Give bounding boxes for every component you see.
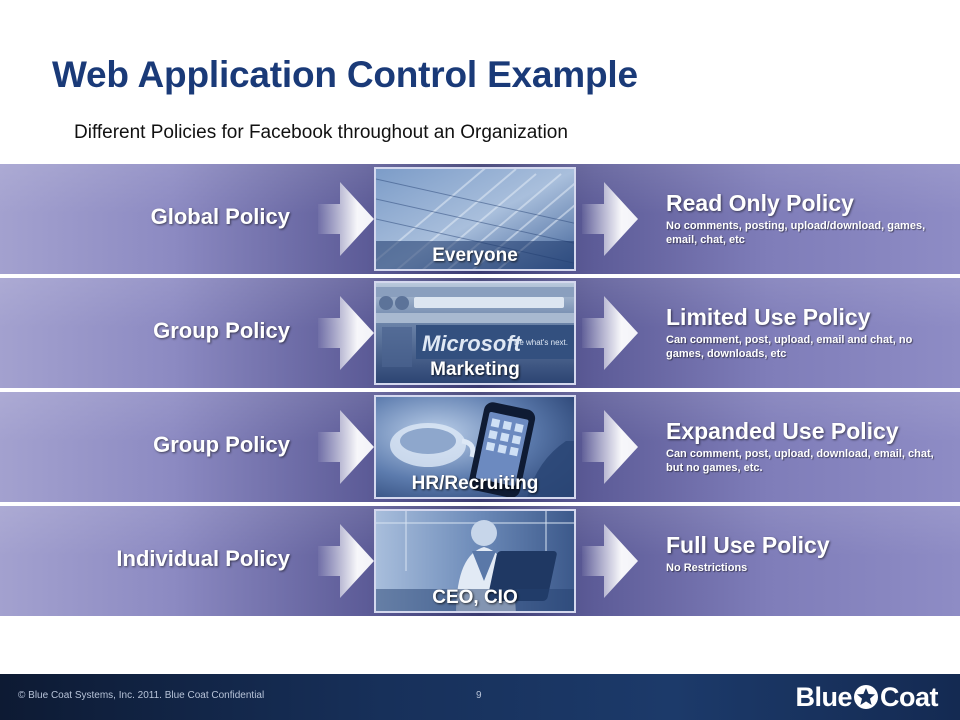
arrow-right-icon <box>582 296 638 370</box>
policy-row-global: Global Policy Everyone Read Onl <box>0 164 960 274</box>
footer-bar: © Blue Coat Systems, Inc. 2011. Blue Coa… <box>0 674 960 720</box>
row-label: Individual Policy <box>116 546 290 571</box>
copyright-text: © Blue Coat Systems, Inc. 2011. Blue Coa… <box>18 690 265 701</box>
row-label: Group Policy <box>153 432 290 457</box>
slide-subtitle: Different Policies for Facebook througho… <box>74 122 568 143</box>
policy-title: Read Only Policy <box>666 190 854 216</box>
policy-title: Limited Use Policy <box>666 304 871 330</box>
everyone-photo: Everyone <box>374 167 576 271</box>
policy-description: No comments, posting, upload/download, g… <box>666 220 926 246</box>
policy-block: Limited Use Policy Can comment, post, up… <box>666 304 952 361</box>
policy-description: No Restrictions <box>666 562 748 574</box>
marketing-photo: Microsoft Be what's next. Marketing <box>374 281 576 385</box>
arrow-right-icon <box>582 524 638 598</box>
browser-tagline: Be what's next. <box>514 338 568 347</box>
logo-word-right: Coat <box>880 681 939 712</box>
policy-block: Expanded Use Policy Can comment, post, u… <box>666 418 952 475</box>
policy-description: Can comment, post, upload, download, ema… <box>666 448 934 474</box>
page-number: 9 <box>476 690 482 701</box>
hr-recruiting-photo: HR/Recruiting <box>374 395 576 499</box>
arrow-right-icon <box>582 410 638 484</box>
photo-caption: CEO, CIO <box>432 587 518 608</box>
photo-caption: HR/Recruiting <box>411 473 539 494</box>
policy-row-group-hr: Group Policy HR/Recruiting E <box>0 392 960 502</box>
star-icon <box>854 685 878 709</box>
slide-title: Web Application Control Example <box>52 54 638 95</box>
arrow-right-icon <box>582 182 638 256</box>
policy-title: Full Use Policy <box>666 532 830 558</box>
policy-row-individual: Individual Policy CEO, CIO Full Use Poli… <box>0 506 960 616</box>
logo-word-left: Blue <box>795 681 852 712</box>
photo-caption: Marketing <box>430 359 520 380</box>
row-label: Group Policy <box>153 318 290 343</box>
blue-coat-logo: Blue Coat <box>795 682 938 712</box>
ceo-cio-photo: CEO, CIO <box>374 509 576 613</box>
policy-block: Full Use Policy No Restrictions <box>666 532 952 575</box>
policy-block: Read Only Policy No comments, posting, u… <box>666 190 952 247</box>
browser-word: Microsoft <box>422 331 523 356</box>
arrow-right-icon <box>318 524 374 598</box>
row-label: Global Policy <box>150 204 290 229</box>
arrow-right-icon <box>318 296 374 370</box>
policy-row-group-marketing: Group Policy Microsoft Be what's next. M… <box>0 278 960 388</box>
policy-description: Can comment, post, upload, email and cha… <box>666 334 913 360</box>
photo-caption: Everyone <box>432 245 518 266</box>
arrow-right-icon <box>318 182 374 256</box>
policy-title: Expanded Use Policy <box>666 418 899 444</box>
arrow-right-icon <box>318 410 374 484</box>
